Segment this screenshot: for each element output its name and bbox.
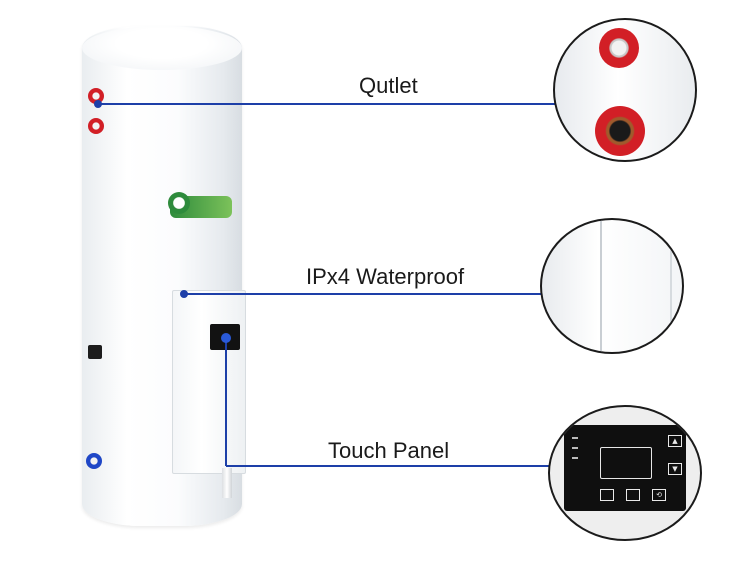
up-arrow-icon[interactable]: ▲ <box>668 435 682 447</box>
control-box <box>172 290 246 474</box>
mode-button-icon[interactable] <box>600 489 614 501</box>
tank-top-cap <box>82 26 242 70</box>
touch-panel-label: Touch Panel <box>328 438 450 463</box>
outlet-label: Qutlet <box>359 73 418 98</box>
cold-inlet-port <box>86 453 102 469</box>
touch-panel-screen: ▲ ▼ ⟲ <box>564 425 686 511</box>
outlet-port-upper-icon <box>599 28 639 68</box>
hot-outlet-port <box>88 88 104 104</box>
touch-panel-zoom: ▲ ▼ ⟲ <box>548 405 702 541</box>
outlet-zoom <box>553 18 697 162</box>
outlet-port-lower-icon <box>595 106 645 156</box>
inlet-port <box>88 118 104 134</box>
power-button-icon[interactable] <box>626 489 640 501</box>
display-window <box>600 447 652 479</box>
down-arrow-icon[interactable]: ▼ <box>668 463 682 475</box>
waterproof-zoom <box>540 218 684 354</box>
brand-logo-icon <box>168 192 190 214</box>
waterproof-label: IPx4 Waterproof <box>306 264 465 289</box>
back-button-icon[interactable]: ⟲ <box>652 489 666 501</box>
side-slot <box>88 345 102 359</box>
drain-pipe <box>222 468 232 498</box>
